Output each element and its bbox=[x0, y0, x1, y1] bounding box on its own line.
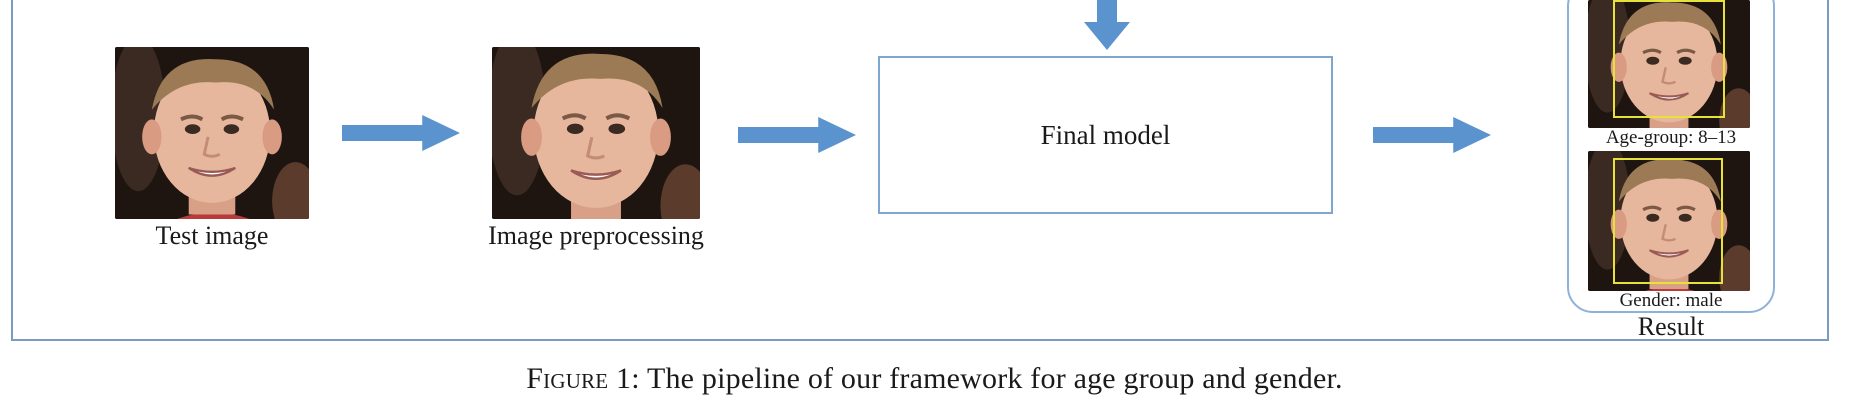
test-image-photo bbox=[115, 47, 309, 219]
age-detection-box bbox=[1613, 0, 1725, 118]
caption-text: The pipeline of our framework for age gr… bbox=[646, 362, 1343, 395]
arrow-right-1 bbox=[342, 113, 460, 153]
gender-detection-box bbox=[1613, 158, 1723, 284]
face-image bbox=[115, 47, 309, 219]
age-group-output: Age-group: 8–13 bbox=[1605, 127, 1737, 148]
figure-caption: Figure 1: The pipeline of our framework … bbox=[0, 362, 1869, 396]
result-group bbox=[1567, 0, 1775, 313]
arrow-right-3 bbox=[1373, 115, 1491, 155]
figure-frame bbox=[11, 0, 1829, 341]
final-model-box: Final model bbox=[878, 56, 1333, 214]
test-image-label: Test image bbox=[155, 221, 269, 250]
result-gender-photo bbox=[1588, 151, 1750, 291]
face-image-cropped bbox=[492, 47, 700, 219]
caption-prefix: Figure 1: bbox=[526, 362, 640, 395]
result-age-photo bbox=[1588, 0, 1750, 128]
arrow-down bbox=[1084, 0, 1130, 50]
result-label: Result bbox=[1637, 312, 1705, 341]
final-model-label: Final model bbox=[1040, 119, 1171, 150]
preprocessing-label: Image preprocessing bbox=[488, 221, 704, 250]
preprocessed-image-photo bbox=[492, 47, 700, 219]
arrow-right-2 bbox=[738, 115, 856, 155]
gender-output: Gender: male bbox=[1619, 290, 1723, 311]
